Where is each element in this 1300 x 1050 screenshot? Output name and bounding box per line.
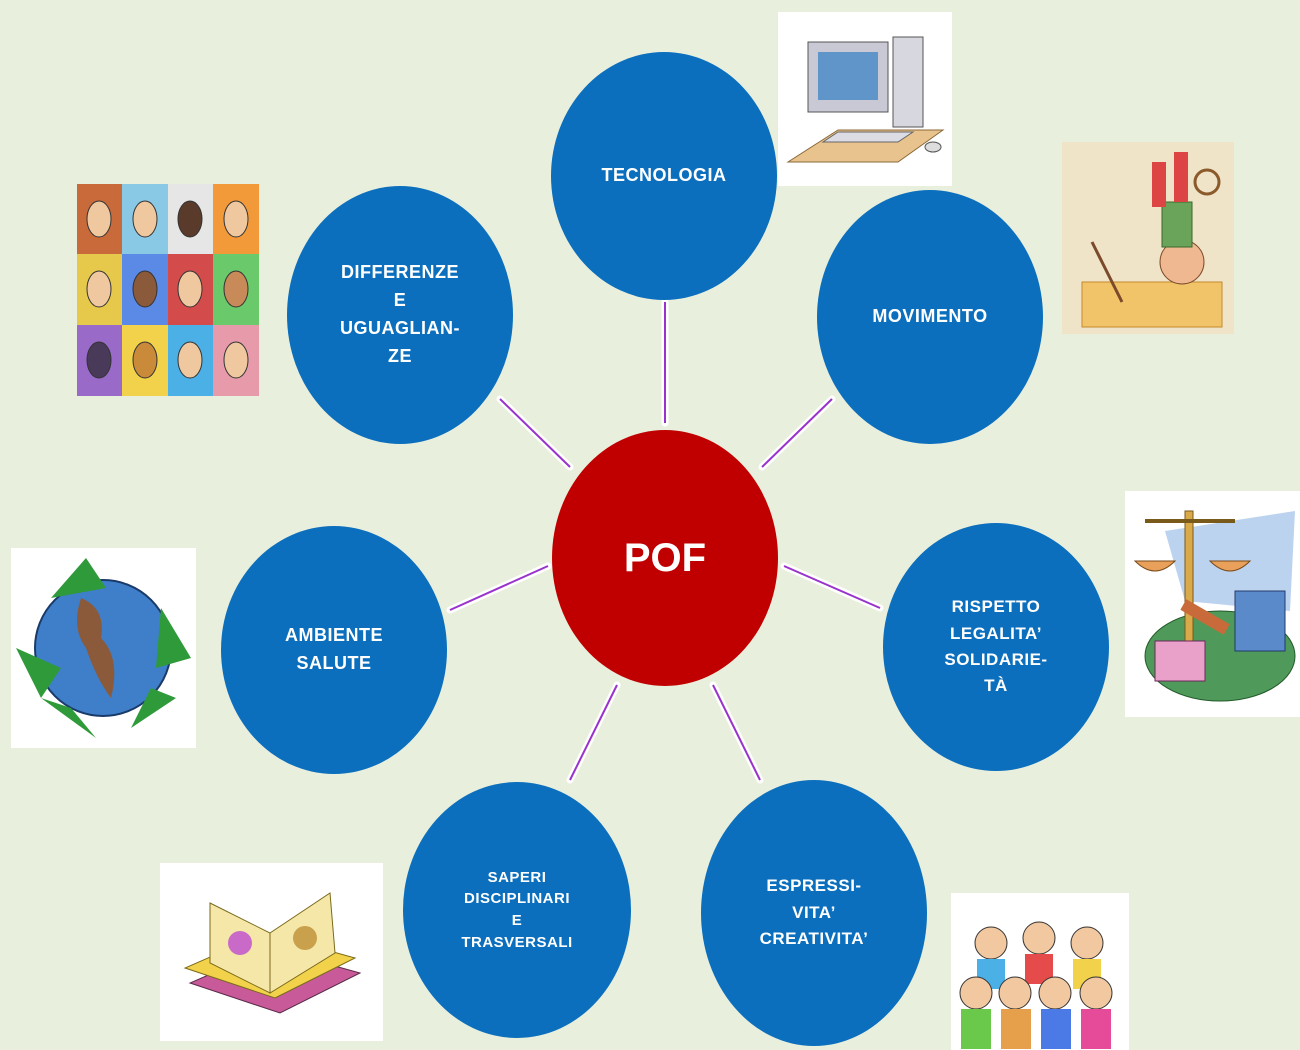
justice-scales-icon bbox=[1125, 491, 1300, 717]
node-tecnologia-label: TECNOLOGIA bbox=[601, 165, 727, 186]
node-espressivita[interactable]: ESPRESSI- VITA’ CREATIVITA’ bbox=[701, 780, 927, 1046]
node-ambiente[interactable]: AMBIENTE SALUTE bbox=[221, 526, 447, 774]
node-ambiente-label: AMBIENTE SALUTE bbox=[285, 625, 383, 673]
node-saperi[interactable]: SAPERI DISCIPLINARI E TRASVERSALI bbox=[403, 782, 631, 1038]
node-saperi-label: SAPERI DISCIPLINARI E TRASVERSALI bbox=[461, 868, 573, 951]
singing-children-icon bbox=[951, 893, 1129, 1050]
center-label: POF bbox=[623, 535, 707, 580]
diverse-faces-icon bbox=[77, 184, 259, 396]
center-node-pof[interactable]: POF bbox=[552, 430, 778, 686]
node-differenze[interactable]: DIFFERENZE E UGUAGLIAN- ZE bbox=[287, 186, 513, 444]
recycling-globe-icon bbox=[11, 548, 196, 748]
open-books-icon bbox=[160, 863, 383, 1041]
computer-icon bbox=[778, 12, 952, 186]
node-rispetto-label: RISPETTO LEGALITA’ SOLIDARIE- TÀ bbox=[944, 597, 1048, 696]
node-movimento[interactable]: MOVIMENTO bbox=[817, 190, 1043, 444]
gymnast-child-icon bbox=[1062, 142, 1234, 334]
node-rispetto[interactable]: RISPETTO LEGALITA’ SOLIDARIE- TÀ bbox=[883, 523, 1109, 771]
node-movimento-label: MOVIMENTO bbox=[872, 306, 988, 327]
node-differenze-label: DIFFERENZE E UGUAGLIAN- ZE bbox=[340, 262, 460, 366]
node-espressivita-label: ESPRESSI- VITA’ CREATIVITA’ bbox=[759, 876, 869, 949]
node-tecnologia[interactable]: TECNOLOGIA bbox=[551, 52, 777, 300]
